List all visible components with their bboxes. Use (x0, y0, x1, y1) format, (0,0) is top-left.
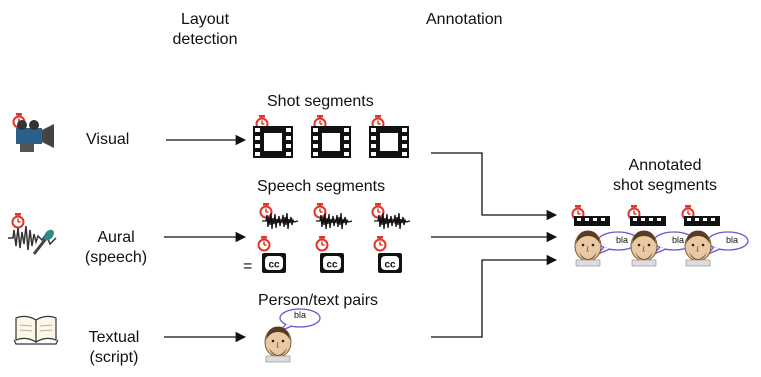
textual-label: Textual (script) (72, 328, 156, 368)
bubble-text: bla (294, 310, 306, 320)
annotated-line2: shot segments (612, 177, 718, 194)
annotated-segment-3: bla (681, 204, 749, 267)
camera-icon (12, 112, 54, 152)
pair-to-annotated-connector (431, 254, 558, 338)
textual-line2: (script) (89, 349, 139, 366)
aural-line2: (speech) (84, 249, 148, 266)
svg-text:bla: bla (672, 235, 684, 245)
annotated-segment-2: bla (627, 204, 695, 267)
annotated-line1: Annotated (628, 157, 702, 174)
layout-detection-line2: detection (172, 31, 238, 48)
layout-detection-heading: Layout detection (150, 10, 260, 50)
microphone-icon (8, 212, 57, 255)
cc-icon-1 (257, 235, 286, 273)
aural-label: Aural (speech) (78, 228, 154, 268)
annotated-heading: Annotated shot segments (590, 156, 740, 196)
book-icon (13, 315, 59, 345)
speech-wave-3 (371, 202, 411, 230)
speech-segments-heading: Speech segments (257, 178, 386, 195)
shot-segment-1 (253, 114, 293, 158)
cc-icon-3 (373, 235, 402, 273)
shot-segment-2 (311, 114, 351, 158)
svg-text:bla: bla (726, 235, 738, 245)
layout-detection-line1: Layout (180, 11, 230, 28)
speech-wave-2 (313, 202, 353, 230)
annotated-segment-1: bla (571, 204, 639, 267)
shot-segments-heading: Shot segments (267, 93, 374, 110)
equals-sign: = (243, 258, 253, 275)
textual-line1: Textual (88, 329, 140, 346)
shot-to-annotated-connector (431, 152, 558, 221)
visual-label: Visual (86, 131, 130, 148)
person-text-pair: bla (264, 308, 321, 363)
person-text-heading: Person/text pairs (258, 292, 379, 309)
aural-line1: Aural (97, 229, 135, 246)
cc-icon-2 (315, 235, 344, 273)
speech-wave-1 (259, 202, 299, 230)
annotation-heading: Annotation (426, 11, 503, 28)
svg-text:bla: bla (616, 235, 628, 245)
shot-segment-3 (369, 114, 409, 158)
